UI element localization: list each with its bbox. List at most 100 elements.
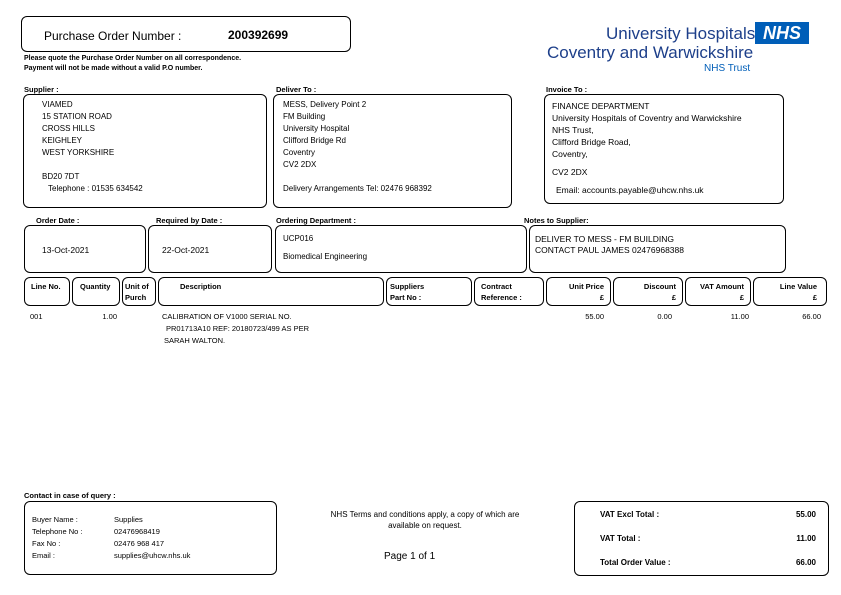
- invoice-line: NHS Trust,: [552, 125, 594, 135]
- col-vat: [685, 277, 751, 306]
- contact-key: Email :: [32, 551, 55, 560]
- invoice-box: [544, 94, 784, 204]
- supplier-line: VIAMED: [42, 100, 73, 109]
- notes-line: DELIVER TO MESS - FM BUILDING: [535, 234, 675, 244]
- contact-label: Contact in case of query :: [24, 491, 116, 500]
- supplier-box: [23, 94, 267, 208]
- col-line-value-label: Line Value: [779, 282, 817, 291]
- quantity-cell: 1.00: [102, 312, 117, 321]
- required-date-box: [148, 225, 272, 273]
- discount-cell: 0.00: [657, 312, 672, 321]
- col-vat-label: £: [739, 293, 744, 302]
- col-suppliers-part: [386, 277, 472, 306]
- page-number: Page 1 of 1: [384, 551, 436, 562]
- col-quantity-label: Quantity: [80, 282, 111, 291]
- notes-line: CONTACT PAUL JAMES 02476968388: [535, 245, 684, 255]
- col-unit-label: Unit of: [125, 282, 149, 291]
- contact-value: supplies@uhcw.nhs.uk: [114, 551, 191, 560]
- col-unit-price-label: £: [599, 293, 604, 302]
- deliver-label: Deliver To :: [276, 85, 317, 94]
- invoice-email: Email: accounts.payable@uhcw.nhs.uk: [556, 185, 704, 195]
- order-date-box: [24, 225, 146, 273]
- po-number-label: Purchase Order Number :: [44, 29, 182, 43]
- invoice-line: FINANCE DEPARTMENT: [552, 101, 650, 111]
- deliver-box: [273, 94, 512, 208]
- invoice-line: Coventry,: [552, 149, 588, 159]
- col-suppliers-part-label: Suppliers: [390, 282, 425, 291]
- terms-line: available on request.: [388, 521, 462, 530]
- ordering-dept-name: Biomedical Engineering: [283, 252, 368, 261]
- ordering-dept-label: Ordering Department :: [276, 216, 357, 225]
- supplier-line: KEIGHLEY: [42, 136, 83, 145]
- deliver-line: Clifford Bridge Rd: [283, 136, 346, 145]
- ordering-dept-code: UCP016: [283, 234, 314, 243]
- invoice-line: Clifford Bridge Road,: [552, 137, 631, 147]
- po-number-box: [21, 16, 351, 52]
- col-unit: [122, 277, 156, 306]
- vat-cell: 11.00: [730, 312, 749, 321]
- supplier-line: 15 STATION ROAD: [42, 112, 112, 121]
- col-contract-label: Contract: [481, 282, 512, 291]
- notes-box: [529, 225, 786, 273]
- delivery-arrangements: Delivery Arrangements Tel: 02476 968392: [283, 184, 432, 193]
- logo-trust: NHS Trust: [704, 63, 751, 74]
- contact-value: Supplies: [114, 515, 143, 524]
- col-description: [158, 277, 384, 306]
- supplier-telephone: Telephone : 01535 634542: [48, 184, 143, 193]
- contact-key: Fax No :: [32, 539, 61, 548]
- contact-box: [24, 501, 277, 575]
- col-description-label: Description: [180, 282, 222, 291]
- deliver-line: MESS, Delivery Point 2: [283, 100, 367, 109]
- order-date-value: 13-Oct-2021: [42, 245, 90, 255]
- invoice-label: Invoice To :: [546, 85, 588, 94]
- col-line-value-label: £: [812, 293, 817, 302]
- unit-price-cell: 55.00: [585, 312, 604, 321]
- col-discount: [613, 277, 683, 306]
- total-key: Total Order Value :: [600, 558, 671, 567]
- invoice-line: CV2 2DX: [552, 167, 588, 177]
- col-quantity: [72, 277, 120, 306]
- col-contract-label: Reference :: [481, 293, 522, 302]
- col-contract: [474, 277, 544, 306]
- invoice-line: University Hospitals of Coventry and War…: [552, 113, 742, 123]
- nhs-badge: NHS: [755, 22, 809, 44]
- logo-line-1: University Hospitals: [606, 24, 756, 43]
- col-unit-price: [546, 277, 611, 306]
- col-line-no-label: Line No.: [31, 282, 61, 291]
- total-key: VAT Excl Total :: [600, 510, 660, 519]
- supplier-label: Supplier :: [24, 85, 59, 94]
- order-date-label: Order Date :: [36, 216, 80, 225]
- col-unit-label: Purch: [125, 293, 147, 302]
- deliver-line: University Hospital: [283, 124, 350, 133]
- total-value: 55.00: [795, 510, 816, 519]
- line-value-cell: 66.00: [802, 312, 821, 321]
- terms-line: NHS Terms and conditions apply, a copy o…: [330, 510, 520, 519]
- col-line-no: [24, 277, 70, 306]
- contact-key: Telephone No :: [32, 527, 83, 536]
- po-notice-2: Payment will not be made without a valid…: [24, 65, 203, 72]
- col-suppliers-part-label: Part No :: [390, 293, 422, 302]
- description-cell: PR01713A10 REF: 20180723/499 AS PER: [166, 324, 310, 333]
- po-notice-1: Please quote the Purchase Order Number o…: [24, 55, 242, 62]
- contact-value: 02476968419: [114, 527, 160, 536]
- col-discount-label: Discount: [643, 282, 676, 291]
- total-value: 66.00: [795, 558, 816, 567]
- required-date-label: Required by Date :: [156, 216, 223, 225]
- notes-label: Notes to Supplier:: [524, 216, 589, 225]
- col-discount-label: £: [671, 293, 676, 302]
- deliver-line: Coventry: [283, 148, 316, 157]
- contact-key: Buyer Name :: [32, 515, 78, 524]
- total-value: 11.00: [796, 534, 816, 543]
- col-line-value: [753, 277, 827, 306]
- supplier-line: WEST YORKSHIRE: [42, 148, 115, 157]
- col-vat-label: VAT Amount: [699, 282, 744, 291]
- po-number-value: 200392699: [228, 28, 289, 42]
- contact-value: 02476 968 417: [114, 539, 165, 548]
- deliver-line: FM Building: [283, 112, 326, 121]
- logo-line-2: Coventry and Warwickshire: [547, 43, 754, 62]
- description-cell: SARAH WALTON.: [164, 336, 226, 345]
- supplier-postcode: BD20 7DT: [42, 172, 80, 181]
- supplier-line: CROSS HILLS: [42, 124, 95, 133]
- totals-box: [574, 501, 829, 576]
- ordering-dept-box: [275, 225, 527, 273]
